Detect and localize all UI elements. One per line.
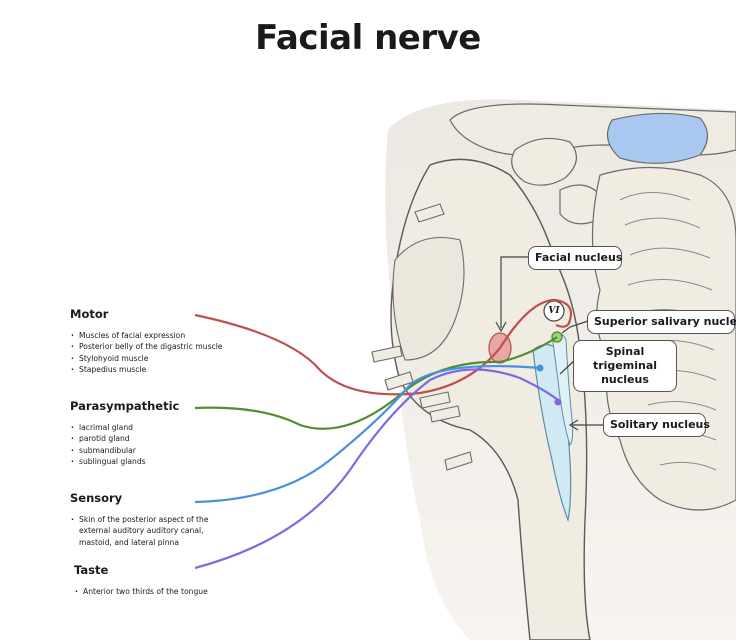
leader-lines <box>495 256 612 431</box>
abducens-label: VI <box>548 306 560 316</box>
list-item: parotid gland <box>70 433 260 445</box>
list-item: Muscles of facial expression <box>70 330 260 342</box>
list-item: submandibular <box>70 445 260 457</box>
ventricle <box>606 112 709 164</box>
sensory-fiber <box>194 364 541 504</box>
list-item: Stapedius muscle <box>70 364 260 376</box>
group-heading-parasympathetic: Parasympathetic <box>70 399 180 413</box>
sensory-endpoint <box>536 364 544 372</box>
page-title: Facial nerve <box>255 18 481 58</box>
group-heading-taste: Taste <box>74 563 109 577</box>
solitary-nucleus-label: Solitary nucleus <box>603 413 710 437</box>
taste-endpoint <box>554 398 562 406</box>
list-item: sublingual glands <box>70 456 260 468</box>
list-item: Posterior belly of the digastric muscle <box>70 341 260 353</box>
sensory-group: Sensory Skin of the posterior aspect of … <box>70 491 230 548</box>
nerve-roots <box>371 203 473 471</box>
list-item: Anterior two thirds of the tongue <box>74 586 264 598</box>
facial-nucleus-label: Facial nucleus <box>528 246 622 270</box>
spinal-trigeminal-label-line1: Spinal trigeminal <box>592 345 658 372</box>
thalamus <box>511 137 577 186</box>
group-heading-motor: Motor <box>70 307 109 321</box>
motor-group: Motor Muscles of facial expression Poste… <box>70 307 260 376</box>
parasympathetic-group: Parasympathetic lacrimal gland parotid g… <box>70 399 260 468</box>
solitary-column <box>551 332 574 447</box>
spinal-trigeminal-label: Spinal trigeminal nucleus <box>573 340 677 392</box>
spinal-trigeminal-label-line2: nucleus <box>601 373 649 386</box>
group-heading-sensory: Sensory <box>70 491 123 505</box>
superior-salivary-label: Superior salivary nucleus <box>587 310 736 334</box>
taste-group: Taste Anterior two thirds of the tongue <box>74 563 264 598</box>
list-item: lacrimal gland <box>70 422 260 434</box>
motor-fiber <box>194 298 573 396</box>
taste-fiber <box>194 368 559 570</box>
list-item: Stylohyoid muscle <box>70 353 260 365</box>
list-item: Skin of the posterior aspect of the exte… <box>70 514 230 548</box>
parasympathetic-fiber <box>194 336 558 430</box>
pons-bulge <box>392 236 465 361</box>
